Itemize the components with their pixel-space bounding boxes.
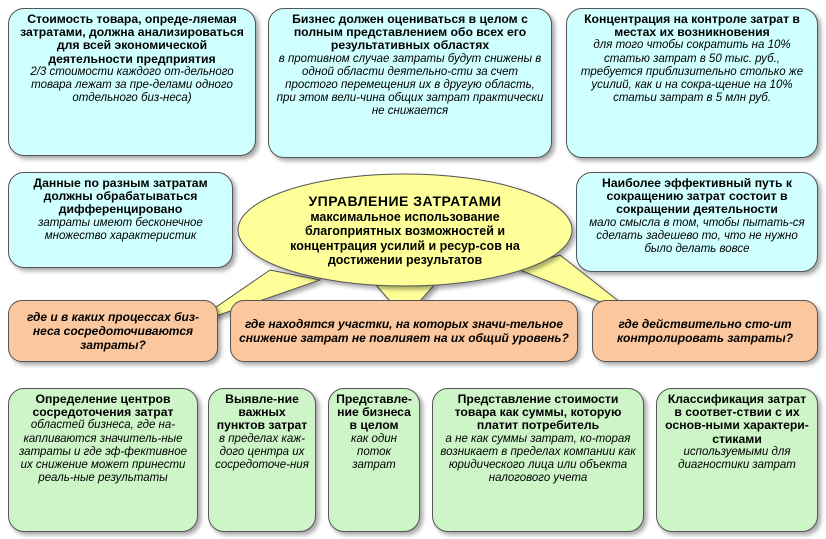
middle-left-title: Данные по разным затратам должны обрабат… bbox=[33, 176, 208, 217]
top-box-2-title: Бизнес должен оцениваться в целом с полн… bbox=[292, 12, 528, 53]
top-box-3: Концентрация на контроле затрат в местах… bbox=[566, 8, 818, 158]
bottom-box-4: Представление стоимости товара как суммы… bbox=[432, 388, 644, 532]
center-ellipse bbox=[237, 173, 573, 287]
bottom-box-2: Выявле-ние важных пунктов затрат в преде… bbox=[208, 388, 316, 532]
top-box-1-desc: 2/3 стоимости каждого от-дельного товара… bbox=[30, 65, 234, 105]
middle-left-box: Данные по разным затратам должны обрабат… bbox=[8, 172, 233, 268]
bottom-box-1-desc: областей бизнеса, где на-капливаются зна… bbox=[18, 419, 188, 485]
bottom-box-5: Классификация затрат в соответ-ствии с и… bbox=[656, 388, 818, 532]
bottom-box-3-title: Представле-ние бизнеса в целом bbox=[336, 392, 412, 433]
question-callout-2: где находятся участки, на которых значи-… bbox=[230, 300, 578, 362]
bottom-box-3-desc: как один поток затрат bbox=[351, 432, 397, 472]
center-text: УПРАВЛЕНИЕ ЗАТРАТАМИ максимальное исполь… bbox=[240, 174, 570, 286]
center-subtitle: максимальное использование благоприятных… bbox=[290, 209, 520, 268]
top-box-3-desc: для того чтобы сократить на 10% статью з… bbox=[580, 39, 804, 105]
top-box-1: Стоимость товара, опреде-ляемая затратам… bbox=[8, 8, 256, 156]
center-title: УПРАВЛЕНИЕ ЗАТРАТАМИ bbox=[308, 192, 502, 209]
question-callout-1: где и в каких процессах биз-неса сосредо… bbox=[8, 300, 218, 362]
top-box-2-desc: в противном случае затраты будут снижены… bbox=[276, 52, 544, 118]
top-box-3-title: Концентрация на контроле затрат в местах… bbox=[584, 12, 800, 40]
bottom-box-5-title: Классификация затрат в соответ-ствии с и… bbox=[665, 392, 809, 446]
top-box-1-title: Стоимость товара, опреде-ляемая затратам… bbox=[20, 12, 244, 66]
middle-right-desc: мало смысла в том, чтобы пытать-ся сдела… bbox=[589, 216, 805, 256]
bottom-box-2-desc: в пределах каж-дого центра их сосредоточ… bbox=[215, 432, 309, 472]
middle-left-desc: затраты имеют бесконечное множество хара… bbox=[38, 216, 203, 242]
bottom-box-4-title: Представление стоимости товара как суммы… bbox=[454, 392, 622, 433]
bottom-box-2-title: Выявле-ние важных пунктов затрат bbox=[216, 392, 308, 433]
middle-right-title: Наиболее эффективный путь к сокращению з… bbox=[602, 176, 792, 217]
bottom-box-5-desc: используемыми для диагностики затрат bbox=[678, 445, 796, 472]
bottom-box-1: Определение центров сосредоточения затра… bbox=[8, 388, 198, 532]
top-box-2: Бизнес должен оцениваться в целом с полн… bbox=[268, 8, 552, 158]
middle-right-box: Наиболее эффективный путь к сокращению з… bbox=[576, 172, 818, 272]
bottom-box-4-desc: а не как суммы затрат, ко-торая возникае… bbox=[440, 432, 636, 485]
bottom-box-3: Представле-ние бизнеса в целом как один … bbox=[328, 388, 420, 532]
question-callout-3: где действительно сто-ит контролировать … bbox=[592, 300, 818, 362]
bottom-box-1-title: Определение центров сосредоточения затра… bbox=[32, 392, 174, 420]
